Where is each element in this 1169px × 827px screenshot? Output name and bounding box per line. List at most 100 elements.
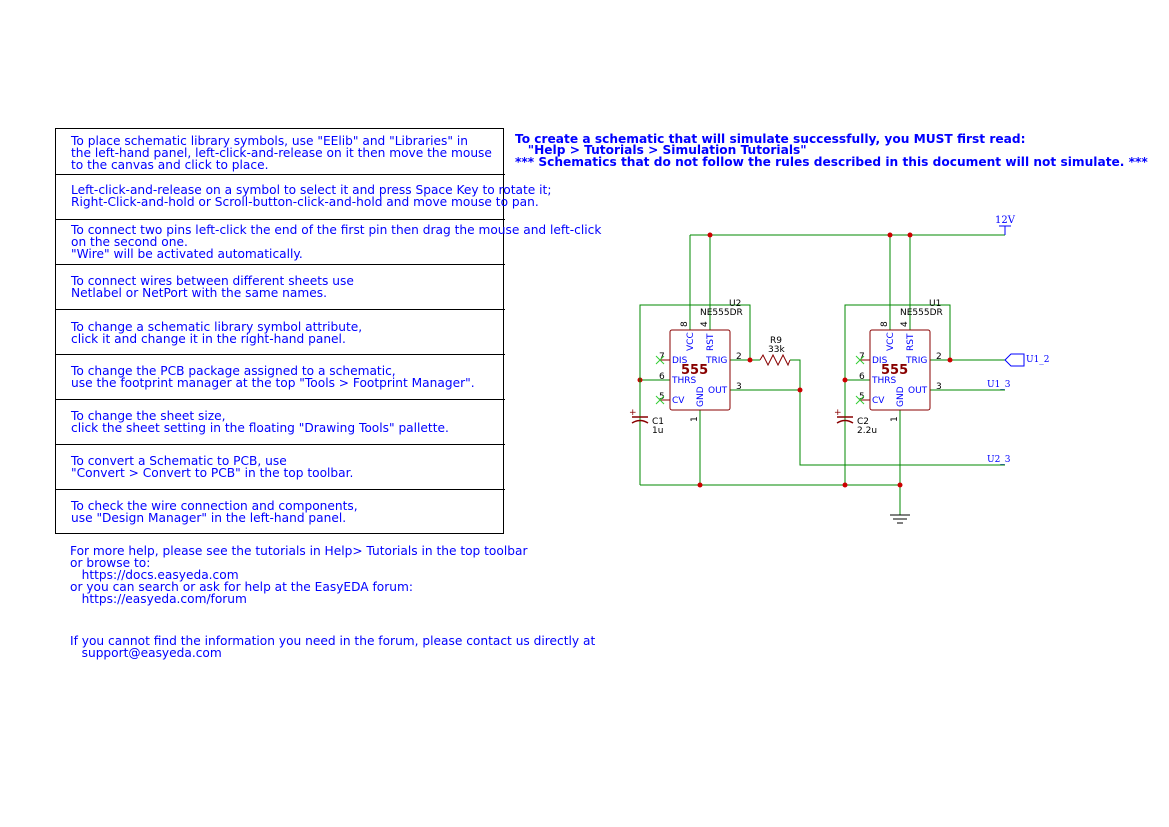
u1-pin-num-2: 2 [936,352,942,362]
u2-pin-num-2: 2 [736,352,742,362]
u1-pin-rst: RST [906,333,916,351]
u2-pin-num-3: 3 [736,382,742,392]
c2-plus: + [834,408,842,418]
netlabel-u1-3[interactable]: U1_3 [987,380,1011,390]
r9-value: 33k [768,345,785,355]
u1-pin-cv: CV [872,396,885,406]
junction [707,232,713,238]
u2-pin-rst: RST [706,333,716,351]
u2-pin-num-1: 1 [690,416,700,422]
netport-label: U1_2 [1026,355,1050,365]
capacitor-plate-curved [836,419,854,424]
junction [842,377,848,383]
tip-text: To connect two pins left-click the end o… [71,223,602,261]
c2-value: 2.2u [857,426,877,436]
u2-core-label: 555 [681,363,708,378]
junction [797,387,803,393]
tip-change-package: To change the PCB package assigned to a … [56,355,505,400]
power-12v: 12V [995,215,1016,235]
u1-pin-gnd: GND [896,386,906,407]
ground-icon [890,514,910,524]
tip-rotate-pan: Left-click-and-release on a symbol to se… [56,175,551,220]
u1-pin-num-1: 1 [890,416,900,422]
capacitor-plate-curved [631,419,649,424]
capacitor-c1[interactable]: + C1 1u [629,305,664,436]
u2-noconnect-icons [655,355,665,405]
tip-text: To change the sheet size,click the sheet… [71,409,449,435]
c1-ref: C1 [652,417,664,427]
wire [844,304,951,485]
noconnect-icon [855,395,865,405]
u1-ref: U1 [929,299,941,309]
contact-text: If you cannot find the information you n… [70,634,596,660]
tip-text: To place schematic library symbols, use … [71,134,492,172]
junction [907,232,913,238]
u1-noconnect-icons [855,355,865,405]
simulation-warning-line-1: To create a schematic that will simulate… [515,132,1026,146]
u2-pin-dis: DIS [672,356,688,366]
u1-core-label: 555 [881,363,908,378]
capacitor-c2[interactable]: + C2 2.2u [834,408,877,436]
tip-change-attribute: To change a schematic library symbol att… [56,310,505,355]
u1-part: NE555DR [900,308,943,318]
resistor-icon [759,353,791,367]
u2-pin-cv: CV [672,396,685,406]
c1-plus: + [629,408,637,418]
noconnect-icon [855,355,865,365]
u2-pin-out: OUT [708,386,728,396]
netlabel-u2-3[interactable]: U2_3 [987,455,1011,465]
tip-text: To check the wire connection and compone… [71,499,358,525]
u1-pin-num-5: 5 [859,392,865,402]
u1-pin-trig: TRIG [905,356,927,366]
tip-text: To change the PCB package assigned to a … [71,364,475,390]
u1-ne555[interactable]: U1 NE555DR 555 DIS THRS CV TRIG OUT VCC … [855,299,943,422]
u2-pin-gnd: GND [696,386,706,407]
u2-pin-vcc: VCC [686,332,696,351]
u1-pin-dis: DIS [872,356,888,366]
u1-pin-thrs: THRS [871,376,897,386]
noconnect-icon [655,355,665,365]
tip-text: To connect wires between different sheet… [71,274,354,300]
tip-design-manager: To check the wire connection and compone… [56,490,505,535]
tip-text: Left-click-and-release on a symbol to se… [71,183,552,209]
u2-ref: U2 [729,299,741,309]
u2-body [669,329,731,411]
resistor-r9[interactable]: R9 33k [759,336,791,367]
u2-pin-num-8: 8 [680,321,690,327]
netport-u1-2[interactable]: U1_2 [1004,353,1050,367]
junction [887,232,893,238]
u1-pin-vcc: VCC [886,332,896,351]
u2-ne555[interactable]: U2 NE555DR 555 DIS THRS CV TRIG OUT VCC … [655,299,743,422]
u1-body [869,329,931,411]
u1-pin-num-7: 7 [859,352,865,362]
netport-flag-icon [1004,353,1025,367]
tip-text: To convert a Schematic to PCB, use"Conve… [71,454,354,480]
tip-text: To change a schematic library symbol att… [71,320,363,346]
u2-pin-num-7: 7 [659,352,665,362]
junction [697,482,703,488]
tip-place-symbols: To place schematic library symbols, use … [56,129,505,175]
u2-part: NE555DR [700,308,743,318]
wire-u2-3 [790,359,1005,466]
c1-value: 1u [652,426,663,436]
u2-pin-thrs: THRS [671,376,697,386]
power-label: 12V [995,215,1016,226]
simulation-warning-line-3: *** Schematics that do not follow the ru… [515,155,1148,169]
tip-connect-pins: To connect two pins left-click the end o… [56,220,601,265]
junction [747,357,753,363]
noconnect-icon [655,395,665,405]
u1-pin-num-6: 6 [859,372,865,382]
u2-pin-trig: TRIG [705,356,727,366]
simulation-warning-line-2: "Help > Tutorials > Simulation Tutorials… [515,143,807,157]
junctions [637,232,953,488]
u1-pin-out: OUT [908,386,928,396]
u1-pin-num-4: 4 [900,321,910,327]
u2-pin-num-6: 6 [659,372,665,382]
u1-pin-num-3: 3 [936,382,942,392]
c2-ref: C2 [857,417,869,427]
r9-ref: R9 [770,336,782,346]
junction [897,482,903,488]
u1-pin-num-8: 8 [880,321,890,327]
u2-pin-num-4: 4 [700,321,710,327]
